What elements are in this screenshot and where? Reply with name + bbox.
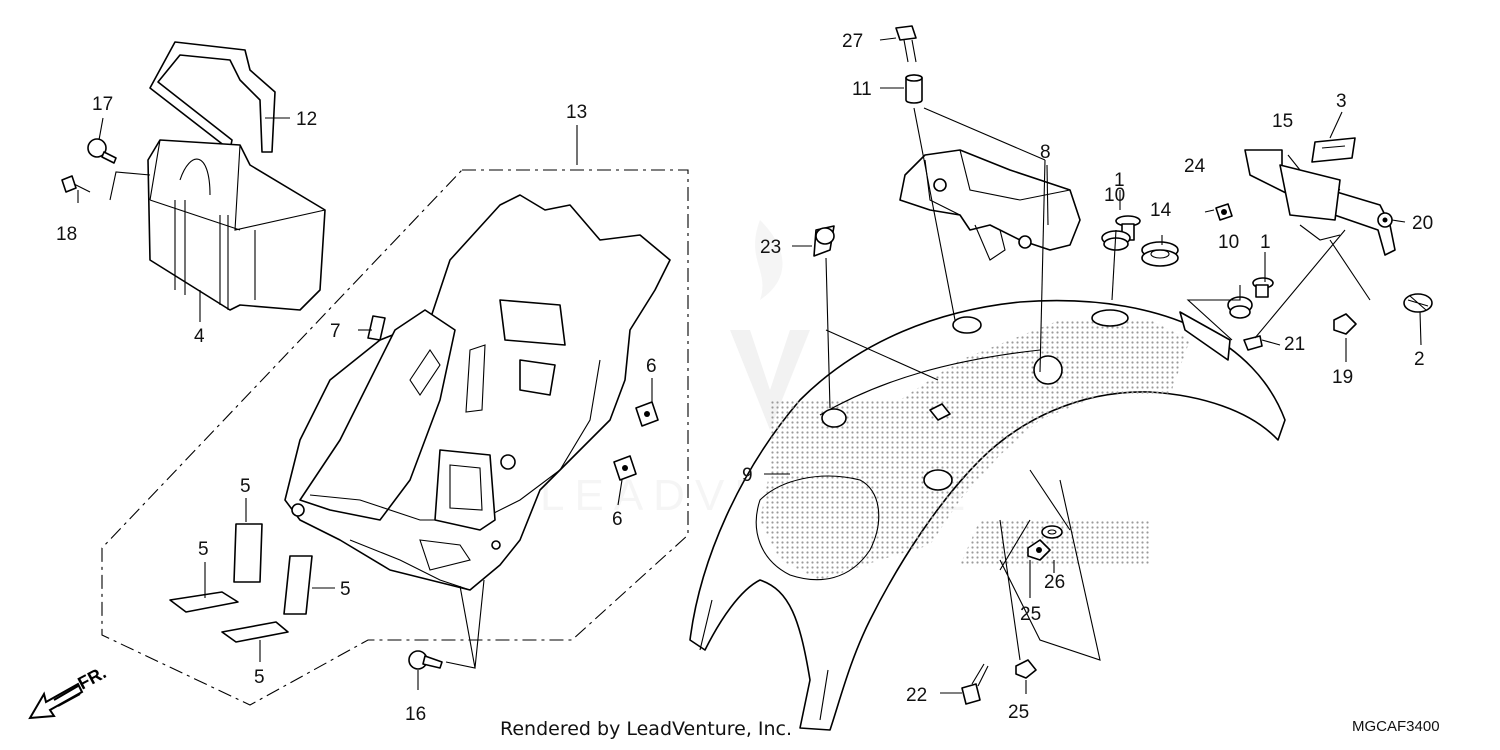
cap-nut-23-icon [813, 225, 835, 257]
part-3-reflector [1311, 137, 1356, 163]
nut-25-upper-icon [1027, 539, 1051, 561]
front-direction-arrow-icon: FR. [28, 662, 109, 720]
part-7-clip [367, 315, 386, 341]
callout-1-upper: 1 [1114, 170, 1125, 191]
grommet-14-icon [1141, 241, 1179, 267]
callout-labels: 12 17 18 4 13 7 6 6 5 5 5 5 16 27 11 8 2… [56, 31, 1433, 725]
callout-3: 3 [1336, 91, 1347, 112]
part-13-inner-fender [284, 194, 671, 591]
callout-15: 15 [1272, 111, 1293, 132]
callout-27: 27 [842, 31, 863, 52]
callout-24: 24 [1184, 156, 1206, 177]
part-4-tray [147, 139, 326, 311]
part-2-reflector [1403, 293, 1433, 313]
callout-8: 8 [1040, 142, 1051, 163]
callout-5-bottom: 5 [254, 667, 265, 688]
nut-19-icon [1333, 313, 1357, 335]
part-6-nut-upper-icon [635, 401, 659, 427]
callout-16: 16 [405, 704, 426, 725]
bolt-17-icon [87, 138, 117, 164]
callout-5-right: 5 [340, 579, 351, 600]
callout-25-upper: 25 [1020, 604, 1041, 625]
callout-13: 13 [566, 102, 587, 123]
callout-11: 11 [852, 79, 872, 100]
callout-2: 2 [1414, 349, 1425, 370]
nut-24-icon [1215, 203, 1233, 221]
collar-1-lower-icon [1252, 277, 1274, 298]
callout-26: 26 [1044, 572, 1065, 593]
callout-14: 14 [1150, 200, 1172, 221]
callout-7: 7 [330, 321, 341, 342]
callout-23: 23 [760, 237, 781, 258]
callout-17: 17 [92, 94, 113, 115]
part-9-rear-fender [689, 299, 1286, 731]
callout-6-upper: 6 [646, 356, 657, 377]
callout-5-left: 5 [198, 539, 209, 560]
diagram-code: MGCAF3400 [1352, 718, 1440, 735]
callout-18: 18 [56, 224, 77, 245]
part-5-pads [169, 523, 313, 643]
nut-25-lower-icon [1015, 659, 1037, 679]
rendered-by-caption: Rendered by LeadVenture, Inc. [500, 718, 793, 740]
callout-4: 4 [194, 326, 205, 347]
callout-22: 22 [906, 685, 927, 706]
callout-9: 9 [742, 465, 753, 486]
callout-1-lower: 1 [1260, 232, 1271, 253]
callout-20: 20 [1412, 213, 1433, 234]
callout-25-lower: 25 [1008, 702, 1029, 723]
part-12-seal [149, 41, 276, 153]
callout-10-upper: 10 [1104, 185, 1125, 206]
bolt-27-icon [895, 25, 917, 63]
leader-lines [77, 37, 1422, 694]
screw-18-icon [61, 175, 91, 193]
part-6-nut-lower-icon [613, 455, 637, 481]
washer-26-icon [1041, 525, 1063, 539]
callout-6-lower: 6 [612, 509, 623, 530]
part-13-kit-boundary [101, 169, 689, 706]
bolt-22-icon [961, 663, 989, 705]
callout-21: 21 [1284, 334, 1305, 355]
callout-5-top: 5 [240, 476, 251, 497]
callout-10-lower: 10 [1218, 232, 1239, 253]
callout-12: 12 [296, 109, 317, 130]
part-15-plate-bracket [1244, 149, 1396, 256]
part-8-bracket [899, 149, 1081, 261]
collar-11-icon [905, 74, 923, 104]
nut-20-icon [1377, 212, 1393, 228]
nut-21-icon [1243, 335, 1263, 351]
callout-19: 19 [1332, 367, 1353, 388]
bolt-16-icon [408, 650, 443, 670]
